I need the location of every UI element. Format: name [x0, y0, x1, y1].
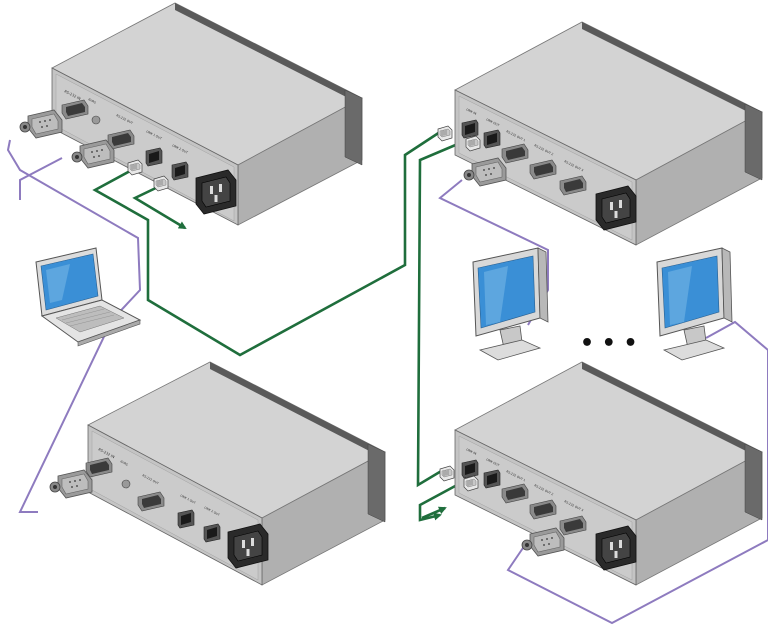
monitor-icon — [656, 247, 733, 361]
rj45-plug-icon — [465, 135, 481, 152]
link1-out-port — [177, 509, 195, 529]
power-inlet-icon — [595, 185, 637, 231]
panel-label: ID/RS — [120, 459, 129, 466]
network-cables — [92, 130, 473, 522]
link2-out-port — [171, 161, 189, 181]
panel-label: RS-232 OUT — [116, 113, 134, 125]
laptop-icon — [35, 247, 142, 347]
panel-label: LINK OUT — [486, 117, 501, 127]
network-cable-link2-out — [132, 184, 187, 230]
serial-cables — [6, 139, 768, 625]
network-cable-link1-to-unit2 — [92, 130, 441, 357]
serial-cable-left-top — [19, 157, 63, 200]
panel-label: LINK 1 OUT — [180, 493, 197, 505]
network-cable-unit4-out — [418, 476, 471, 522]
link-in-port — [461, 119, 479, 139]
rj45-plug-icon — [463, 475, 479, 492]
power-inlet-icon — [195, 169, 237, 215]
ellipsis-icon: • • • — [580, 331, 638, 356]
panel-label: LINK OUT — [486, 457, 501, 467]
db9-connector-icon — [49, 469, 93, 499]
panel-label: LINK 1 OUT — [146, 129, 163, 140]
panel-label: LINK IN — [466, 107, 477, 115]
db9-connector-icon — [71, 139, 115, 169]
device-unit-top-left: RS-232 IN ID/RS LINK 1 OUT LINK 2 OUT RS… — [51, 2, 363, 226]
link2-out-port — [203, 523, 221, 543]
link-out-port — [483, 469, 501, 489]
panel-label: LINK IN — [466, 447, 477, 455]
rj45-plug-icon — [437, 125, 453, 142]
panel-label: ID/RS — [88, 97, 97, 104]
device-unit-bottom-left: RS-232 IN ID/RS LINK 1 OUT LINK 2 OUT RS… — [85, 361, 386, 586]
network-cable-unit4-link-out-arrow — [421, 506, 447, 520]
panel-label: LINK 2 OUT — [172, 143, 189, 154]
db9-connector-icon — [521, 527, 565, 557]
power-inlet-icon — [595, 525, 637, 571]
link1-out-port — [145, 147, 163, 167]
link-out-port — [483, 129, 501, 149]
serial-cable-left-input — [6, 139, 142, 513]
device-unit-bottom-right: LINK IN LINK OUT RS-232 OUT 1 RS-232 OUT… — [454, 361, 763, 586]
device-unit-top-right: LINK IN LINK OUT RS-232 OUT 1 RS-232 OUT… — [454, 21, 763, 246]
panel-label: LINK 2 OUT — [204, 505, 221, 517]
rj45-plug-icon — [153, 175, 169, 192]
panel-label: RS-232 IN — [64, 89, 82, 101]
link-in-port — [461, 459, 479, 479]
serial-cable-to-monitor-2 — [506, 320, 768, 625]
db9-connector-icon — [19, 109, 63, 139]
monitor-icon — [472, 247, 549, 361]
rj45-plug-icon — [127, 159, 143, 176]
power-inlet-icon — [227, 523, 269, 569]
network-cable-unit2-to-unit4 — [416, 136, 473, 488]
rj45-plug-icon — [439, 465, 455, 482]
